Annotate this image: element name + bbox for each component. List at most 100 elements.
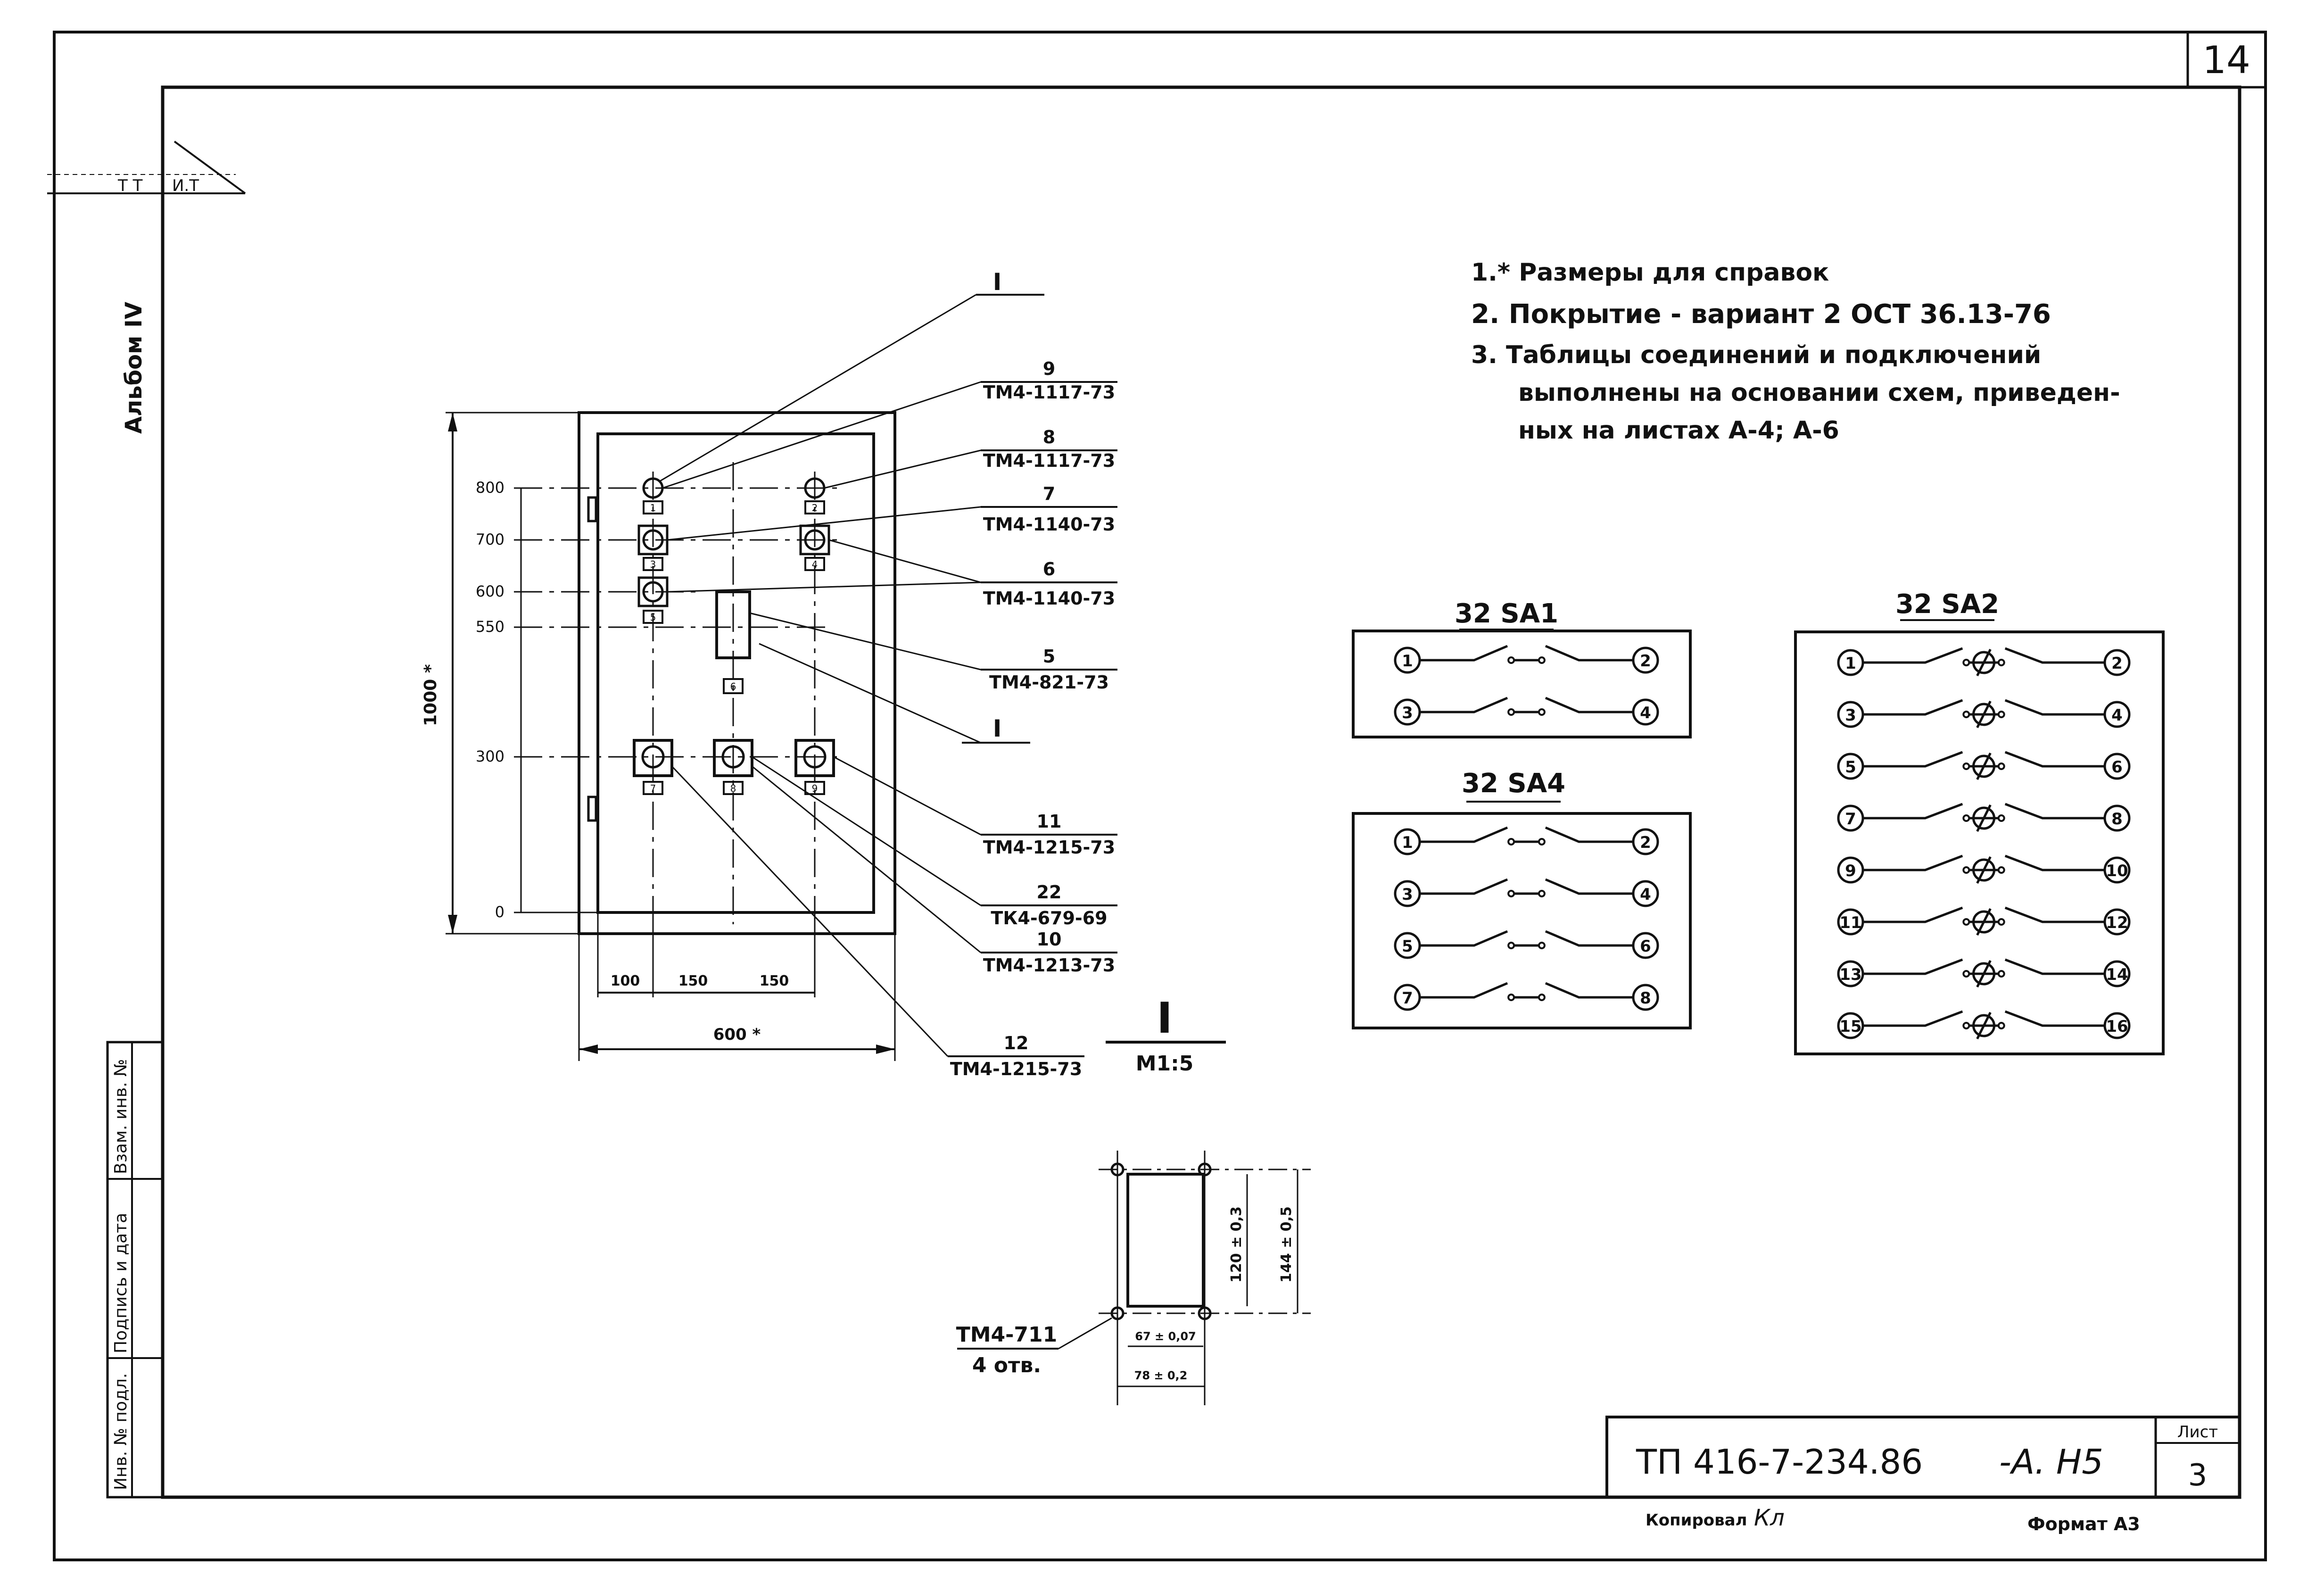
hinge-bottom xyxy=(587,796,597,822)
sheet-number: 3 xyxy=(2188,1458,2208,1493)
terminal-number: 1 xyxy=(1402,833,1413,852)
note-1: 1.* Размеры для справок xyxy=(1471,258,1829,287)
copied-label: Копировал xyxy=(1646,1511,1747,1530)
level-550: 550 xyxy=(476,618,504,636)
title-block: ТП 416-7-234.86 -А. Н5 Лист 3 Копировал … xyxy=(1605,1416,2241,1534)
panel-front-view: 1 2 3 4 5 6 7 8 9 800 700 600 550 300 0 … xyxy=(421,268,1044,1061)
callouts: 9 ТМ4-1117-73 8 ТМ4-1117-73 7 ТМ4-1140-7… xyxy=(950,358,1115,1079)
terminal-number: 2 xyxy=(1640,652,1651,671)
contact-point xyxy=(1538,838,1546,846)
plate-label-4: 4 xyxy=(812,559,818,570)
contact-point xyxy=(1507,890,1515,897)
outer-border xyxy=(53,31,2267,1561)
dim-h2: 144 ± 0,5 xyxy=(1278,1206,1295,1283)
terminal-number: 6 xyxy=(1640,937,1651,956)
plate-label-8: 8 xyxy=(730,783,736,794)
level-600: 600 xyxy=(476,582,504,600)
contact-right xyxy=(2004,906,2105,923)
contact-right xyxy=(1545,878,1633,895)
callout-7-pos: 7 xyxy=(1043,483,1055,504)
note-3: 3. Таблицы соединений и подключений xyxy=(1471,341,2041,369)
mounting-holes xyxy=(1110,1162,1212,1320)
contact-left xyxy=(1420,982,1508,999)
rotor-slash xyxy=(1976,1011,1992,1040)
contact-point xyxy=(1538,708,1546,716)
rotor-slash xyxy=(1976,752,1992,780)
plate-label-7: 7 xyxy=(650,783,656,794)
terminal-number: 10 xyxy=(2106,862,2128,880)
terminal-number: 15 xyxy=(1839,1017,1861,1036)
contact-point xyxy=(1997,659,2005,666)
notes-block: 1.* Размеры для справок 2. Покрытие - ва… xyxy=(1471,258,2120,445)
contact-right xyxy=(2004,958,2105,975)
switch-11-box xyxy=(633,739,673,777)
detail-i: I М1:5 120 ± 0,3 144 ± 0,5 67 ± 0,07 78 … xyxy=(956,994,1311,1405)
contact-point xyxy=(1997,763,2005,770)
cutout xyxy=(1126,1173,1205,1308)
hole-count: 4 отв. xyxy=(972,1353,1041,1377)
leader-lines xyxy=(662,381,1117,1057)
contact-left xyxy=(1420,826,1508,843)
terminal-number: 7 xyxy=(1402,989,1413,1008)
contact-point xyxy=(1538,994,1546,1001)
contact-point xyxy=(1507,942,1515,949)
rotor-slash xyxy=(1976,856,1992,884)
section-mark-mid: I xyxy=(993,715,1002,742)
note-3-cont-1: выполнены на основании схем, приведен- xyxy=(1518,379,2120,407)
contact-right xyxy=(2004,803,2105,820)
contact-left xyxy=(1863,906,1963,923)
rotor xyxy=(1972,651,1995,674)
copied-sign: Кл xyxy=(1754,1505,1785,1531)
plate-label-6: 6 xyxy=(730,681,736,692)
contact-right xyxy=(1545,826,1633,843)
sheet-label: Лист xyxy=(2177,1423,2218,1442)
level-0: 0 xyxy=(495,903,504,921)
terminal-number: 6 xyxy=(2111,758,2123,777)
rotor xyxy=(1972,703,1995,726)
level-700: 700 xyxy=(476,531,504,548)
format-label: Формат А3 xyxy=(2027,1514,2140,1534)
switch-10 xyxy=(803,745,827,769)
terminal-number: 14 xyxy=(2106,965,2128,984)
rotor xyxy=(1972,1014,1995,1037)
terminal-number: 5 xyxy=(1402,937,1413,956)
callout-7-code: ТМ4-1140-73 xyxy=(983,514,1115,535)
side-stamp: Инв. № подл. Подпись и дата Взам. инв. № xyxy=(106,1041,164,1499)
terminal-number: 3 xyxy=(1845,706,1856,725)
contact-point xyxy=(1997,1022,2005,1029)
hole-code: ТМ4-711 xyxy=(956,1323,1058,1347)
stamp-replace-label: Взам. инв. № xyxy=(111,1059,131,1174)
dim-w2: 78 ± 0,2 xyxy=(1134,1369,1188,1382)
contact-left xyxy=(1863,647,1963,664)
contact-left xyxy=(1863,699,1963,716)
contact-point xyxy=(1997,918,2005,926)
sa1-title: 32 SA1 xyxy=(1455,598,1558,629)
plate-label-9: 9 xyxy=(812,783,818,794)
detail-title: I xyxy=(1157,994,1173,1043)
contact-point xyxy=(1962,918,1970,926)
rotor xyxy=(1972,754,1995,778)
page-number-box: 14 xyxy=(2186,31,2267,89)
contact-right xyxy=(2004,1010,2105,1027)
page-number: 14 xyxy=(2202,38,2250,82)
contact-left xyxy=(1863,1010,1963,1027)
sa2-frame xyxy=(1794,630,2165,1055)
contact-right xyxy=(1545,645,1633,662)
device-600 xyxy=(642,581,664,603)
terminal-number: 3 xyxy=(1402,704,1413,722)
width-dim-150b: 150 xyxy=(760,973,789,989)
contact-right xyxy=(1545,696,1633,713)
callout-6-code: ТМ4-1140-73 xyxy=(983,588,1115,609)
terminal-number: 13 xyxy=(1839,965,1861,984)
terminal-number: 4 xyxy=(1640,885,1651,904)
sa4-title: 32 SA4 xyxy=(1462,768,1565,799)
